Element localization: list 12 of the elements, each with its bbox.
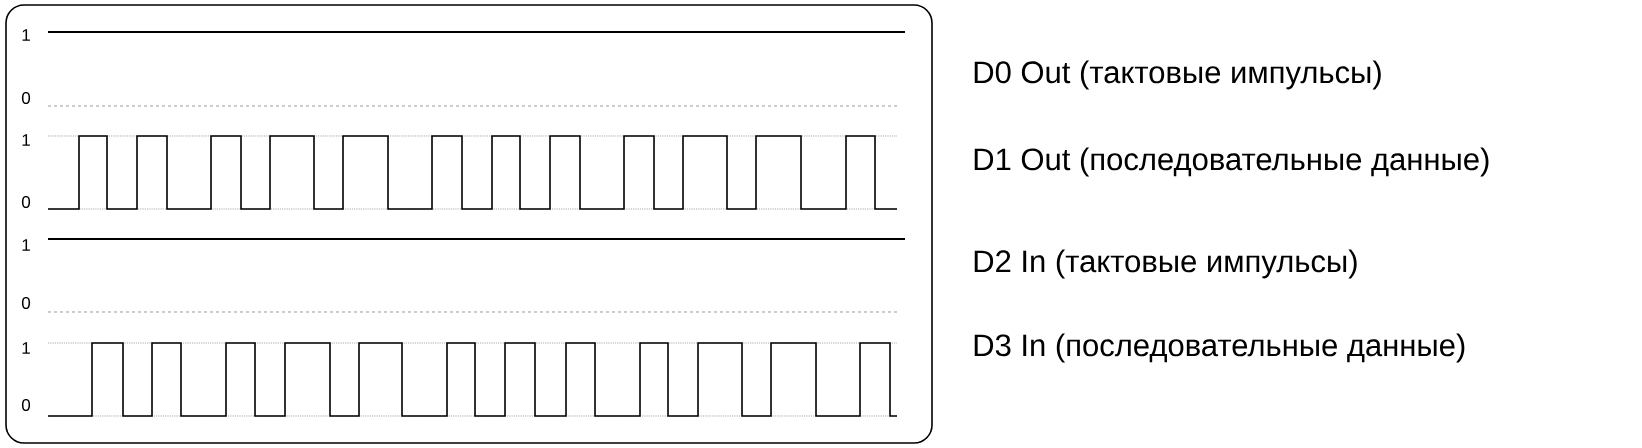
level-label: 0 [21,92,31,104]
level-label: 1 [22,239,30,251]
level-label: 0 [21,297,31,309]
level-label: 1 [22,134,30,146]
signal-name: D2 In (тактовые импульсы) [974,249,1357,279]
level-label: 0 [21,399,31,411]
level-label: 1 [22,29,30,41]
signal-name: D3 In (последовательные данные) [974,333,1465,363]
signal-name: D1 Out (последовательные данные) [974,147,1489,177]
level-label: 0 [21,196,31,208]
level-label: 1 [22,342,30,354]
signal-name: D0 Out (тактовые импульсы) [974,60,1381,90]
